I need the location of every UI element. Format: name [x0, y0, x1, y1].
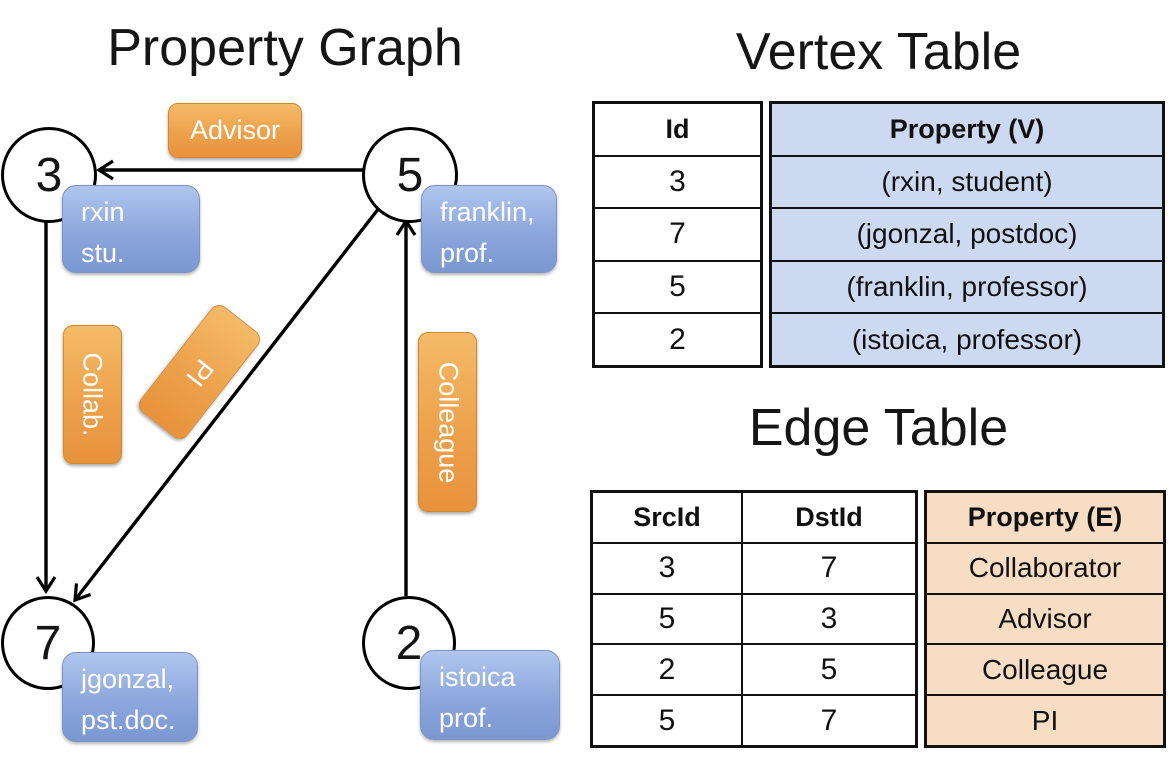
- node-id-5: 5: [396, 148, 424, 202]
- node-id-7: 7: [34, 616, 62, 670]
- edge-table-cell-dst: 7: [743, 694, 915, 745]
- edge-table-header-src: SrcId: [633, 501, 701, 532]
- edge-table-cell-dst: 3: [743, 592, 915, 644]
- property-graph-title: Property Graph: [107, 19, 463, 77]
- edge-table-src-column: SrcId 3 5 2 5: [593, 493, 741, 745]
- vertex-table-cell-id: 7: [595, 207, 760, 260]
- vertex-prop-2-line1: istoica: [439, 662, 516, 692]
- edge-table-cell-src: 2: [593, 643, 741, 694]
- vertex-table-header-id: Id: [665, 113, 690, 144]
- vertex-prop-7-line2: pst.doc.: [81, 704, 176, 735]
- edge-label-pi-text: PI: [180, 353, 220, 392]
- node-circle-2: 2: [362, 596, 456, 690]
- vertex-prop-2-line2: prof.: [439, 702, 494, 733]
- vertex-table-cell-property: (istoica, professor): [772, 312, 1162, 365]
- edge-table-header-dst: DstId: [795, 501, 863, 532]
- vertex-prop-box-3: rxin stu.: [62, 185, 200, 273]
- edge-table-dst-column: DstId 7 3 5 7: [741, 493, 915, 745]
- vertex-prop-box-2: istoica prof.: [420, 650, 560, 740]
- edge-table-id-columns: SrcId 3 5 2 5 DstId 7 3 5 7: [590, 490, 918, 748]
- edge-5-to-7: [73, 206, 381, 603]
- vertex-table-header-property: Property (V): [889, 113, 1045, 144]
- vertex-table-cell-id: 5: [595, 259, 760, 313]
- graph-edges-layer: [35, 159, 417, 603]
- edge-table-property-column: Property (E) Collaborator Advisor Collea…: [924, 490, 1166, 748]
- vertex-table-cell-property: (franklin, professor): [772, 259, 1162, 313]
- vertex-table-id-column: Id 3 7 5 2: [592, 101, 763, 368]
- vertex-prop-3-line1: rxin: [81, 197, 125, 227]
- vertex-table-cell-id: 3: [595, 154, 760, 208]
- vertex-table-property-column: Property (V) (rxin, student) (jgonzal, p…: [769, 101, 1165, 368]
- vertex-prop-5-line1: franklin,: [440, 197, 535, 227]
- edge-table-cell-dst: 7: [743, 541, 915, 593]
- vertex-prop-box-5: franklin, prof.: [421, 185, 557, 273]
- edge-label-advisor-text: Advisor: [189, 115, 281, 145]
- edge-table-cell-src: 3: [593, 541, 741, 593]
- edge-table-cell-property: Colleague: [927, 643, 1163, 694]
- node-id-3: 3: [35, 148, 63, 202]
- edge-label-collab-text: Collab.: [78, 352, 109, 437]
- vertex-prop-7-line1: jgonzal,: [81, 664, 175, 694]
- edge-label-colleague-text: Colleague: [433, 361, 463, 483]
- edge-table-cell-dst: 5: [743, 643, 915, 694]
- edge-label-collab: Collab.: [63, 325, 122, 464]
- edge-table-cell-property: Collaborator: [927, 541, 1163, 593]
- edge-table-title: Edge Table: [748, 399, 1009, 457]
- edge-label-advisor: Advisor: [168, 103, 302, 158]
- vertex-prop-5-line2: prof.: [440, 237, 495, 268]
- edge-table-cell-property: Advisor: [927, 592, 1163, 644]
- edge-table-cell-property: PI: [927, 694, 1163, 745]
- vertex-table-cell-property: (jgonzal, postdoc): [772, 207, 1162, 260]
- edge-table-header-property: Property (E): [967, 501, 1123, 532]
- vertex-table-cell-property: (rxin, student): [772, 154, 1162, 208]
- edge-table-cell-src: 5: [593, 592, 741, 644]
- vertex-prop-3-line2: stu.: [81, 237, 125, 268]
- vertex-table-cell-id: 2: [595, 312, 760, 365]
- vertex-table-title: Vertex Table: [735, 23, 1022, 81]
- vertex-prop-box-7: jgonzal, pst.doc.: [62, 652, 198, 742]
- edge-table-cell-src: 5: [593, 694, 741, 745]
- edge-label-colleague: Colleague: [418, 332, 477, 512]
- node-id-2: 2: [395, 616, 423, 670]
